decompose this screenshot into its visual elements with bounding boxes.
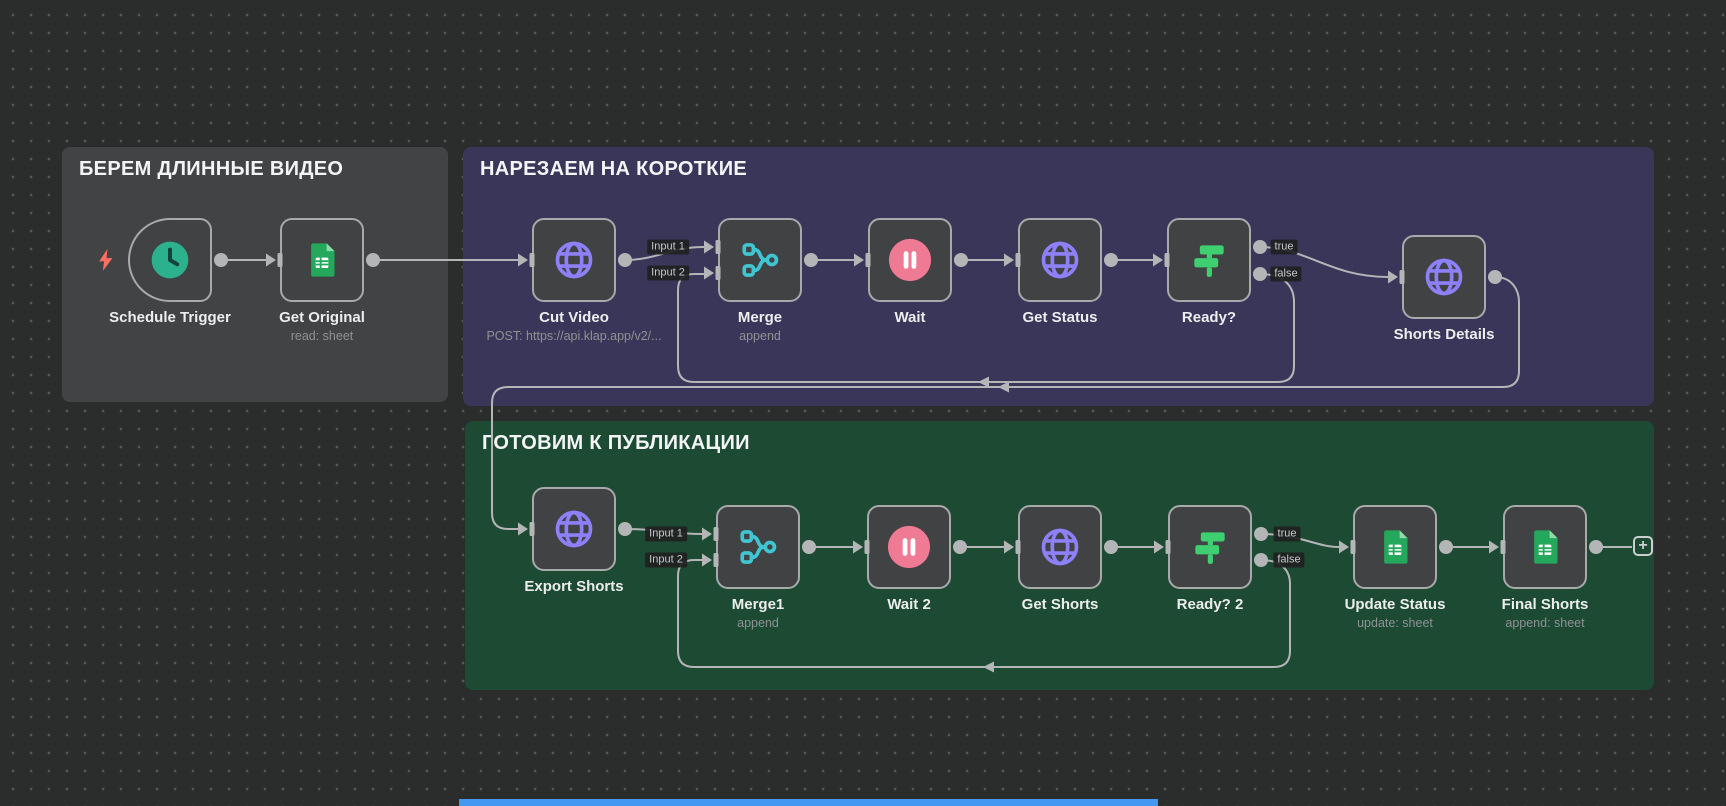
node-ready-2[interactable]: [1168, 505, 1252, 589]
bottom-accent-bar: [459, 799, 1158, 806]
signpost-icon: [1194, 245, 1224, 277]
node-update-status[interactable]: [1353, 505, 1437, 589]
node-label-shorts-details: Shorts Details: [1393, 326, 1495, 343]
globe-icon: [1041, 528, 1079, 566]
globe-icon: [555, 241, 593, 279]
node-final-shorts[interactable]: [1503, 505, 1587, 589]
port-label-badge: true: [1270, 239, 1298, 255]
google-sheets-icon: [1534, 530, 1558, 564]
port-label-badge: Input 2: [647, 265, 689, 281]
node-get-original[interactable]: [280, 218, 364, 302]
port-label-badge: true: [1273, 526, 1301, 542]
globe-icon: [555, 510, 593, 548]
google-sheets-icon: [311, 243, 335, 277]
lightning-bolt-icon: [99, 249, 113, 271]
globe-icon: [1041, 241, 1079, 279]
trigger-bolt: [95, 247, 117, 278]
node-sublabel-update-status: update: sheet: [1357, 616, 1433, 630]
node-schedule-trigger[interactable]: [128, 218, 212, 302]
node-export-shorts[interactable]: [532, 487, 616, 571]
sticky-title-publish: ГОТОВИМ К ПУБЛИКАЦИИ: [482, 432, 750, 454]
node-merge1[interactable]: [716, 505, 800, 589]
node-sublabel-get-original: read: sheet: [290, 329, 354, 343]
google-sheets-icon: [1384, 530, 1408, 564]
node-merge[interactable]: [718, 218, 802, 302]
node-sublabel-merge: append: [739, 329, 781, 343]
port-label-badge: Input 1: [645, 526, 687, 542]
port-label-badge: Input 2: [645, 552, 687, 568]
clock-icon: [151, 241, 189, 279]
port-label-badge: Input 1: [647, 239, 689, 255]
sticky-title-long-videos: БЕРЕМ ДЛИННЫЕ ВИДЕО: [79, 158, 344, 180]
node-get-status[interactable]: [1018, 218, 1102, 302]
node-wait[interactable]: [868, 218, 952, 302]
sticky-title-cut-shorts: НАРЕЗАЕМ НА КОРОТКИЕ: [480, 158, 748, 180]
node-label-get-original: Get Original: [279, 309, 365, 326]
sticky-note-long-videos[interactable]: БЕРЕМ ДЛИННЫЕ ВИДЕО: [62, 147, 448, 402]
pause-icon: [888, 238, 932, 282]
node-label-export-shorts: Export Shorts: [524, 578, 624, 595]
merge-icon: [740, 530, 777, 564]
merge-icon: [742, 243, 779, 277]
node-wait-2[interactable]: [867, 505, 951, 589]
node-label-final-shorts: Final Shorts: [1501, 596, 1589, 613]
port-label-badge: false: [1273, 552, 1305, 568]
globe-icon: [1425, 258, 1463, 296]
node-cut-video[interactable]: [532, 218, 616, 302]
node-label-ready: Ready?: [1181, 309, 1237, 326]
add-node-button[interactable]: +: [1633, 536, 1653, 556]
node-sublabel-merge1: append: [737, 616, 779, 630]
node-label-schedule-trigger: Schedule Trigger: [109, 309, 231, 326]
pause-icon: [887, 525, 931, 569]
node-get-shorts[interactable]: [1018, 505, 1102, 589]
node-shorts-details[interactable]: [1402, 235, 1486, 319]
node-ready[interactable]: [1167, 218, 1251, 302]
port-label-badge: false: [1270, 266, 1302, 282]
node-sublabel-final-shorts: append: sheet: [1505, 616, 1585, 630]
signpost-icon: [1195, 532, 1225, 564]
node-label-update-status: Update Status: [1344, 596, 1446, 613]
